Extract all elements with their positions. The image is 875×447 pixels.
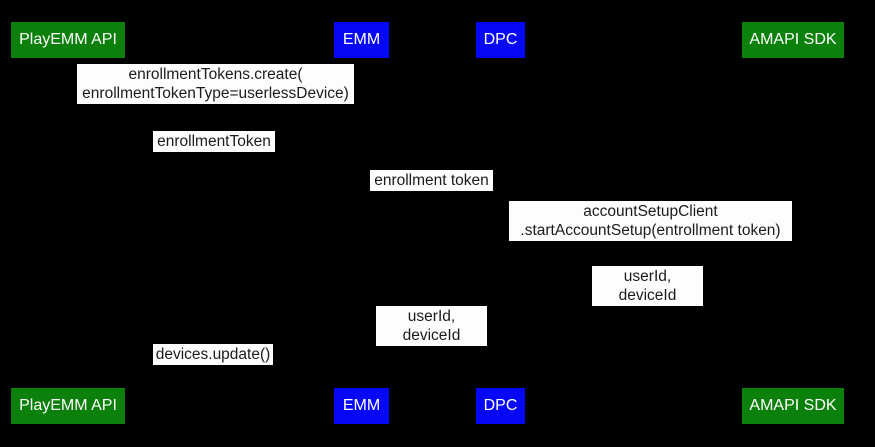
message-enrollment-token-return: enrollmentToken <box>153 131 275 152</box>
actor-playemm-api-top: PlayEMM API <box>11 22 125 58</box>
actor-playemm-api-bottom: PlayEMM API <box>11 388 125 424</box>
actor-dpc-bottom: DPC <box>476 388 525 424</box>
actor-emm-bottom: EMM <box>334 388 389 424</box>
actor-emm-top: EMM <box>334 22 389 58</box>
actor-amapi-sdk-top: AMAPI SDK <box>742 22 844 58</box>
message-enrollment-token: enrollment token <box>370 170 493 191</box>
message-userid-deviceid-2: userId, deviceId <box>376 306 487 346</box>
message-start-account-setup: accountSetupClient .startAccountSetup(en… <box>509 201 792 241</box>
actor-dpc-top: DPC <box>476 22 525 58</box>
message-userid-deviceid-1: userId, deviceId <box>592 266 703 306</box>
message-devices-update: devices.update() <box>153 344 273 365</box>
actor-amapi-sdk-bottom: AMAPI SDK <box>742 388 844 424</box>
message-enrollment-tokens-create: enrollmentTokens.create( enrollmentToken… <box>77 64 354 104</box>
